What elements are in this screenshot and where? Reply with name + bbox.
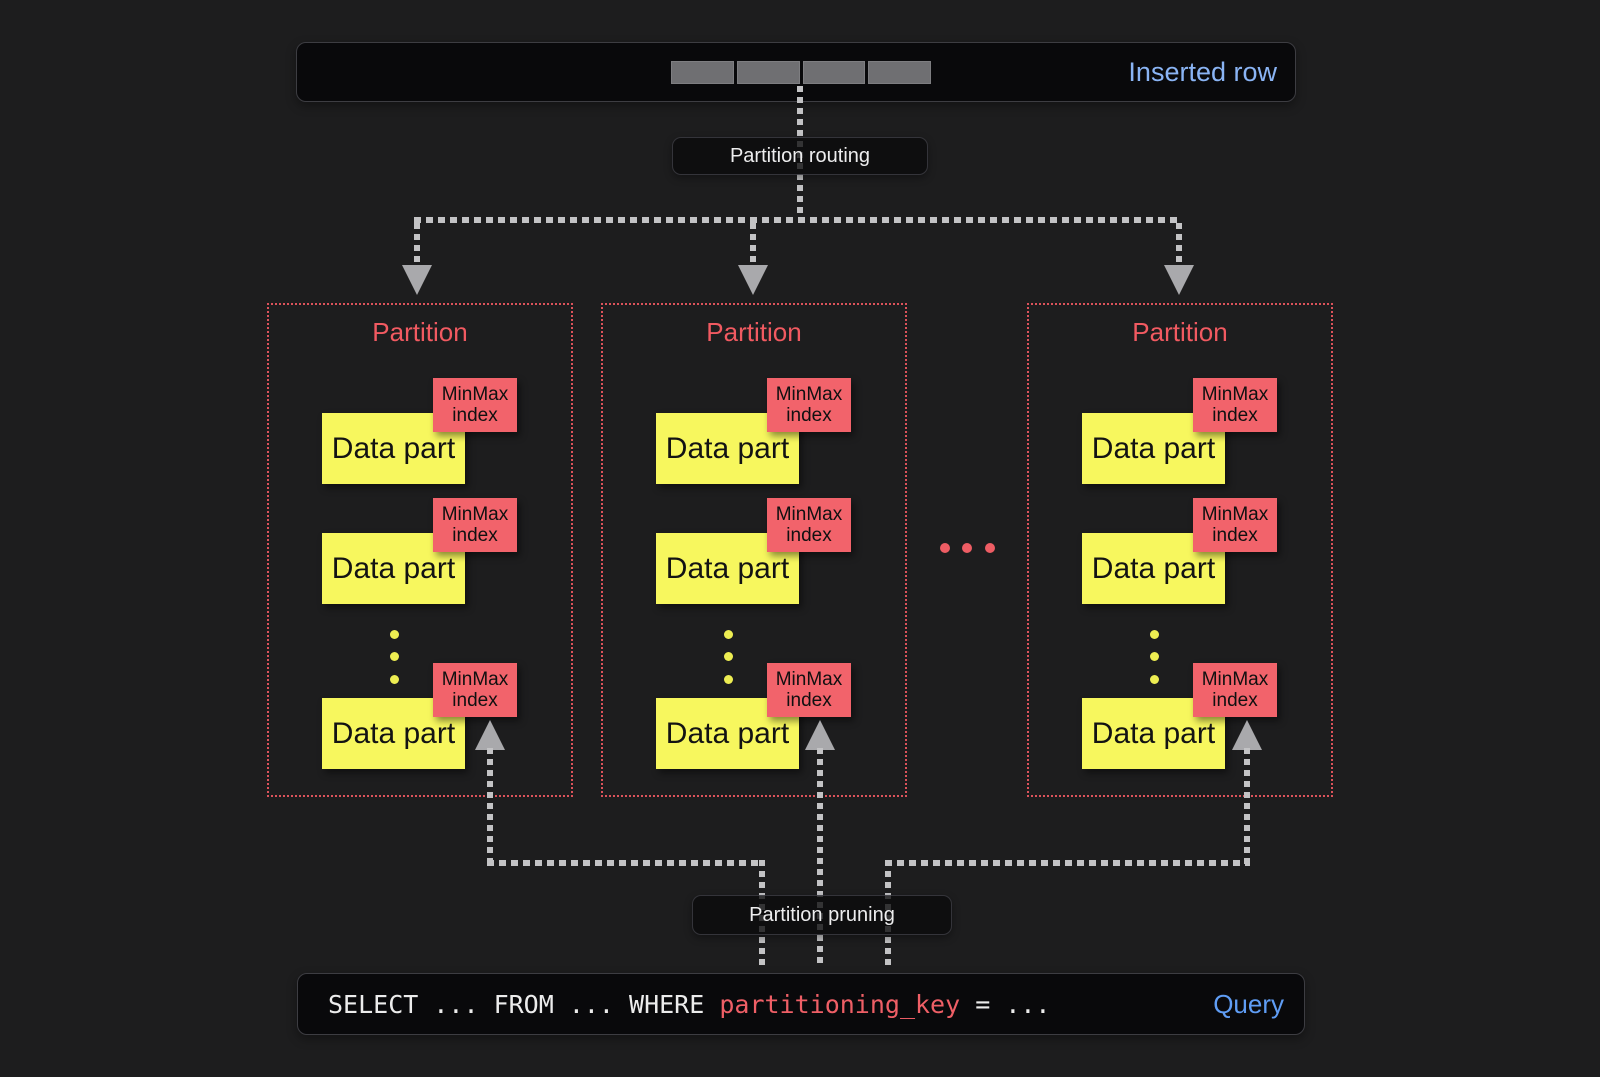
minmax-index-box: MinMax index [1193,663,1277,717]
pruning-line-left-vertical [487,748,493,864]
minmax-index-box: MinMax index [433,498,517,552]
query-sql-suffix: = ... [960,989,1051,1019]
minmax-index-box: MinMax index [1193,378,1277,432]
inserted-row-bar: Inserted row [296,42,1296,102]
pruning-line-right-vertical [1244,748,1250,864]
routing-drop-left [414,223,420,267]
partition-box: Partition MinMax index Data part MinMax … [267,303,573,797]
query-sql-prefix: SELECT ... FROM ... WHERE [328,989,720,1019]
partition-routing-label: Partition routing [672,137,928,175]
more-partitions-ellipsis-dot [962,543,972,553]
row-segment [736,61,800,84]
query-sql-text: SELECT ... FROM ... WHERE partitioning_k… [328,990,1050,1019]
more-partitions-ellipsis-dot [985,543,995,553]
data-part-box: Data part [1082,533,1225,604]
arrow-down-icon [402,265,432,295]
arrow-down-icon [738,265,768,295]
row-segment [802,61,866,84]
minmax-index-box: MinMax index [433,378,517,432]
routing-distribution-line [414,217,1182,223]
arrow-up-icon [1232,720,1262,750]
data-part-box: Data part [656,533,799,604]
partition-title: Partition [1132,317,1228,347]
minmax-index-box: MinMax index [767,663,851,717]
partition-box: Partition MinMax index Data part MinMax … [1027,303,1333,797]
query-bar: SELECT ... FROM ... WHERE partitioning_k… [297,973,1305,1035]
partitioning-key-token: partitioning_key [719,989,961,1019]
partition-box: Partition MinMax index Data part MinMax … [601,303,907,797]
pruning-line-left-horizontal [487,860,765,866]
arrow-up-icon [475,720,505,750]
arrow-up-icon [805,720,835,750]
vertical-ellipsis-dot [724,652,733,661]
partition-title: Partition [706,317,802,347]
minmax-index-box: MinMax index [767,378,851,432]
partition-pruning-label: Partition pruning [692,895,952,935]
inserted-row-segments [671,61,931,84]
routing-drop-middle [750,223,756,267]
minmax-index-box: MinMax index [767,498,851,552]
pruning-line-middle-vertical [817,748,823,966]
vertical-ellipsis-dot [390,630,399,639]
row-segment [868,61,931,84]
vertical-ellipsis-dot [1150,675,1159,684]
vertical-ellipsis-dot [1150,652,1159,661]
vertical-ellipsis-dot [724,675,733,684]
minmax-index-box: MinMax index [433,663,517,717]
partition-title: Partition [372,317,468,347]
pruning-line-right-horizontal [885,860,1250,866]
vertical-ellipsis-dot [724,630,733,639]
query-label: Query [1213,988,1284,1019]
row-segment [671,61,734,84]
minmax-index-box: MinMax index [1193,498,1277,552]
vertical-ellipsis-dot [1150,630,1159,639]
vertical-ellipsis-dot [390,675,399,684]
inserted-row-label: Inserted row [1128,57,1277,87]
routing-drop-right [1176,223,1182,267]
arrow-down-icon [1164,265,1194,295]
vertical-ellipsis-dot [390,652,399,661]
more-partitions-ellipsis-dot [940,543,950,553]
